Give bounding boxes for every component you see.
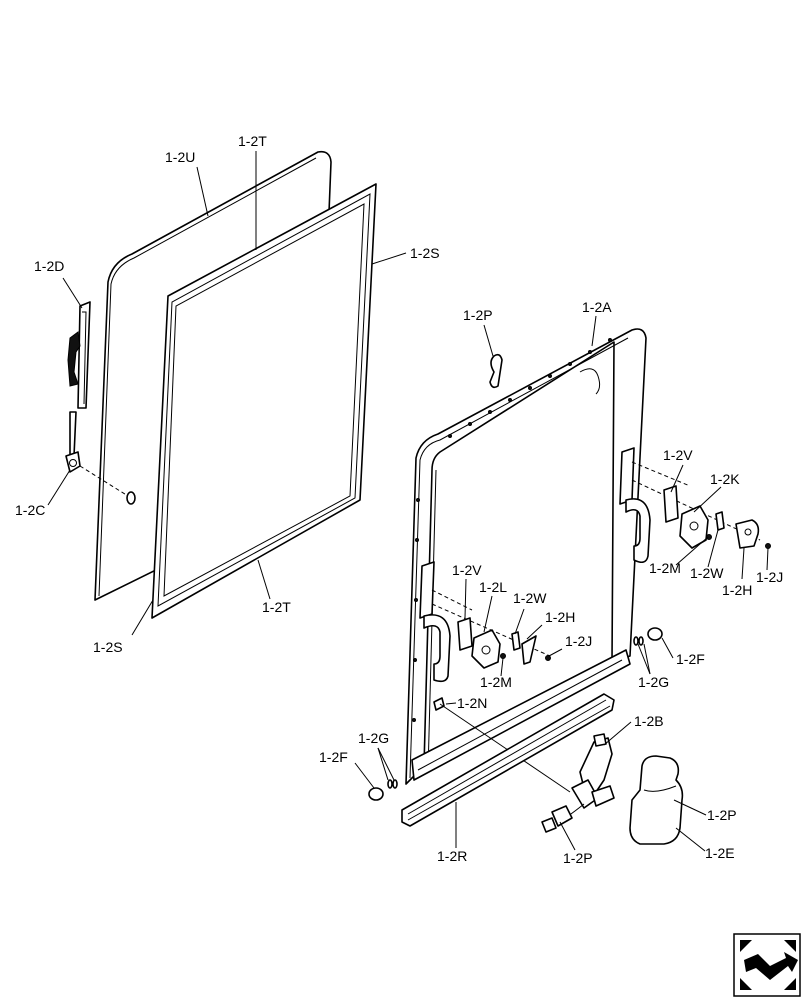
- label-1-2F-left: 1-2F: [319, 749, 348, 765]
- washer-hose: [439, 703, 571, 793]
- bumper-left: [368, 779, 398, 801]
- label-1-2R: 1-2R: [437, 848, 467, 864]
- label-1-2S-bottom: 1-2S: [93, 639, 123, 655]
- label-1-2B: 1-2B: [634, 713, 664, 729]
- label-1-2L: 1-2L: [479, 579, 507, 595]
- label-1-2G-right: 1-2G: [638, 674, 669, 690]
- label-1-2A: 1-2A: [582, 299, 612, 315]
- label-1-2S-top: 1-2S: [410, 245, 440, 261]
- cable-clip: [489, 353, 503, 389]
- label-1-2F-right: 1-2F: [676, 651, 705, 667]
- label-1-2T-bottom: 1-2T: [262, 599, 291, 615]
- label-1-2E: 1-2E: [705, 845, 735, 861]
- label-1-2P-right: 1-2P: [707, 807, 737, 823]
- wiper-motor: [541, 733, 615, 833]
- label-1-2J-left: 1-2J: [565, 633, 592, 649]
- washer-reservoir: [629, 755, 684, 845]
- label-1-2J-right: 1-2J: [756, 569, 783, 585]
- next-page-arrow-icon[interactable]: [733, 933, 801, 997]
- door-frame: [405, 328, 651, 785]
- label-1-2H-right: 1-2H: [722, 582, 752, 598]
- part-labels: 1-2U 1-2T 1-2S 1-2D 1-2C 1-2S 1-2T 1-2P …: [15, 133, 783, 866]
- label-1-2P-bottom: 1-2P: [563, 850, 593, 866]
- label-1-2W-right: 1-2W: [690, 565, 724, 581]
- left-latch-group: [431, 589, 551, 669]
- label-1-2T-top: 1-2T: [238, 133, 267, 149]
- label-1-2V-right: 1-2V: [663, 447, 693, 463]
- label-1-2M-left: 1-2M: [480, 674, 512, 690]
- label-1-2M-right: 1-2M: [649, 560, 681, 576]
- label-1-2D: 1-2D: [34, 258, 64, 274]
- frame-cable: [579, 368, 601, 395]
- label-1-2N: 1-2N: [457, 695, 487, 711]
- label-1-2U: 1-2U: [165, 149, 195, 165]
- label-1-2H-left: 1-2H: [545, 609, 575, 625]
- label-1-2W-left: 1-2W: [513, 590, 547, 606]
- frame-holes: [412, 338, 612, 722]
- door-seal-frame: [151, 183, 377, 619]
- label-1-2P-top: 1-2P: [463, 307, 493, 323]
- leader-lines: [47, 151, 769, 852]
- label-1-2V-left: 1-2V: [452, 562, 482, 578]
- label-1-2K: 1-2K: [710, 471, 740, 487]
- lower-rail: [401, 693, 615, 827]
- label-1-2C: 1-2C: [15, 502, 45, 518]
- bumper-right: [633, 627, 663, 646]
- label-1-2G-left: 1-2G: [358, 730, 389, 746]
- wiper-assembly: [65, 301, 136, 505]
- tube-connector: [433, 697, 445, 711]
